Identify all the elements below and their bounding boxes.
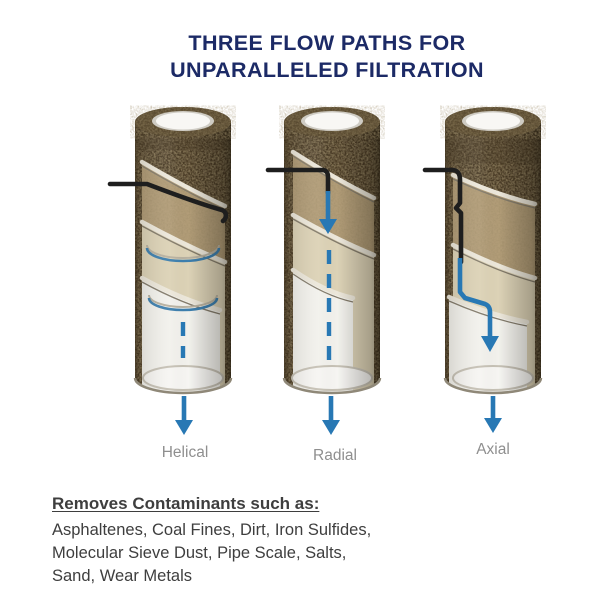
down-arrow-icon bbox=[322, 420, 340, 435]
title-line-1: THREE FLOW PATHS FOR bbox=[188, 31, 466, 55]
cylinder-shading bbox=[284, 107, 380, 393]
down-arrow-icon bbox=[484, 418, 502, 433]
bottom-rim bbox=[443, 377, 543, 395]
label-axial: Axial bbox=[476, 441, 510, 458]
axial-flow-line bbox=[457, 258, 493, 338]
down-arrow-icon bbox=[319, 219, 337, 234]
contaminants-heading: Removes Contaminants such as: bbox=[52, 494, 320, 513]
contaminants-line-3: Sand, Wear Metals bbox=[52, 567, 193, 585]
flow-path-axial bbox=[422, 167, 502, 433]
inlet-line bbox=[422, 167, 464, 265]
down-arrow-icon bbox=[481, 336, 499, 352]
down-arrow-icon bbox=[175, 420, 193, 435]
title-line-2: UNPARALLELED FILTRATION bbox=[170, 58, 484, 82]
flow-path-radial bbox=[265, 167, 340, 435]
bottom-rim bbox=[282, 377, 382, 395]
top-bore bbox=[466, 112, 520, 130]
cylinder-top-opening bbox=[445, 107, 541, 137]
cylinder-shading bbox=[135, 107, 231, 393]
top-bore bbox=[156, 112, 210, 130]
cylinder-top-opening bbox=[284, 107, 380, 137]
filter-cylinder-radial bbox=[265, 107, 382, 435]
cylinder-body bbox=[284, 107, 380, 393]
contaminants-note: Removes Contaminants such as: Asphaltene… bbox=[52, 494, 371, 588]
bottom-rim bbox=[133, 377, 233, 395]
top-bore bbox=[305, 112, 359, 130]
inlet-line bbox=[107, 181, 229, 224]
cylinder-body bbox=[135, 107, 231, 393]
inlet-line bbox=[265, 167, 331, 196]
cylinder-top-opening bbox=[135, 107, 231, 137]
label-helical: Helical bbox=[161, 444, 209, 461]
contaminants-line-2: Molecular Sieve Dust, Pipe Scale, Salts, bbox=[52, 544, 347, 562]
flow-path-helical bbox=[107, 181, 229, 435]
label-radial: Radial bbox=[313, 447, 357, 464]
diagram-title: THREE FLOW PATHS FOR UNPARALLELED FILTRA… bbox=[54, 30, 600, 84]
filter-cylinder-axial bbox=[422, 107, 543, 433]
cylinder-body bbox=[445, 107, 541, 393]
cylinder-shading bbox=[445, 107, 541, 393]
filter-cylinder-helical bbox=[107, 107, 233, 435]
contaminants-line-1: Asphaltenes, Coal Fines, Dirt, Iron Sulf… bbox=[52, 521, 372, 539]
